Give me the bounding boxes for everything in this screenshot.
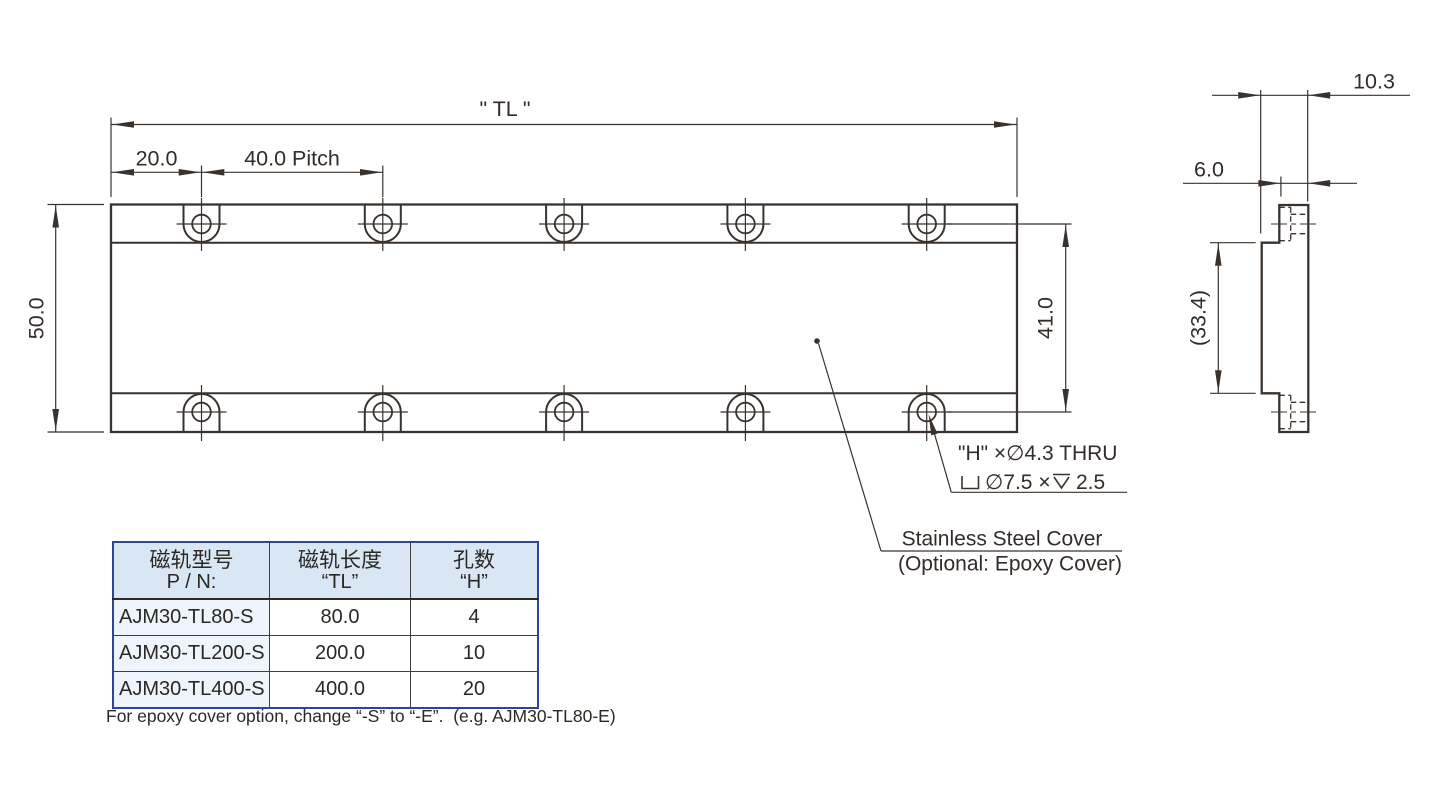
dimension-total-thickness: 10.3	[1212, 70, 1410, 234]
hidden-hole-lines-bottom	[1271, 394, 1318, 430]
dim-label-height: 50.0	[25, 297, 49, 339]
dim-label-tl: " TL "	[479, 97, 530, 121]
dim-label-edge-offset: 20.0	[136, 147, 178, 171]
hidden-hole-lines-top	[1271, 206, 1318, 242]
cover-label-line2: (Optional: Epoxy Cover)	[898, 553, 1122, 576]
cover-label: Stainless Steel Cover (Optional: Epoxy C…	[814, 338, 1122, 576]
epoxy-option-note: For epoxy cover option, change “-S” to “…	[106, 706, 616, 726]
header-tl: 磁轨长度 “TL”	[269, 542, 411, 600]
counterbore-icon	[961, 476, 980, 490]
cell-tl: 400.0	[269, 671, 411, 708]
dimension-magnet-section: (33.4)	[1187, 242, 1256, 394]
cell-tl: 200.0	[269, 635, 411, 672]
table-row: AJM30-TL400-S 400.0 20	[113, 671, 538, 708]
front-view	[109, 197, 1019, 442]
dim-label-total-thickness: 10.3	[1353, 70, 1395, 94]
spec-table: 磁轨型号 P / N: 磁轨长度 “TL” 孔数 “H” AJM30-TL80-…	[112, 541, 539, 709]
callout-line2-dia: ∅7.5 ×	[985, 471, 1051, 494]
dimension-total-length: " TL "	[110, 97, 1018, 197]
cell-holes: 20	[410, 671, 538, 708]
callout-line2-depth: 2.5	[1076, 471, 1105, 494]
header-pn: 磁轨型号 P / N:	[113, 542, 270, 600]
leader-dot	[814, 338, 820, 344]
dimension-hole-span-41: 41.0	[947, 223, 1072, 413]
dim-label-pitch: 40.0 Pitch	[244, 147, 340, 171]
dim-label-magnet-section: (33.4)	[1187, 290, 1211, 346]
callout-line1: "H" ×∅4.3 THRU	[958, 442, 1117, 465]
dimension-height-50: 50.0	[25, 203, 104, 433]
header-holes: 孔数 “H”	[410, 542, 538, 600]
cell-holes: 10	[410, 635, 538, 672]
cell-pn: AJM30-TL400-S	[113, 671, 270, 708]
hole-callout: "H" ×∅4.3 THRU ∅7.5 × 2.5	[928, 414, 1127, 494]
depth-icon	[1053, 473, 1070, 490]
cover-label-line1: Stainless Steel Cover	[902, 528, 1103, 551]
cell-holes: 4	[410, 599, 538, 636]
dimension-flange-thickness: 6.0	[1183, 158, 1357, 197]
cell-pn: AJM30-TL80-S	[113, 599, 270, 636]
cell-tl: 80.0	[269, 599, 411, 636]
side-view	[1260, 203, 1318, 434]
dim-label-flange-thickness: 6.0	[1194, 158, 1224, 182]
dim-label-hole-span: 41.0	[1034, 297, 1058, 339]
side-profile-outline	[1260, 203, 1310, 434]
table-row: AJM30-TL200-S 200.0 10	[113, 635, 538, 672]
spec-table-header-row: 磁轨型号 P / N: 磁轨长度 “TL” 孔数 “H”	[113, 542, 538, 600]
dimension-offset-and-pitch: 20.0 40.0 Pitch	[111, 147, 384, 197]
table-row: AJM30-TL80-S 80.0 4	[113, 599, 538, 636]
cell-pn: AJM30-TL200-S	[113, 635, 270, 672]
